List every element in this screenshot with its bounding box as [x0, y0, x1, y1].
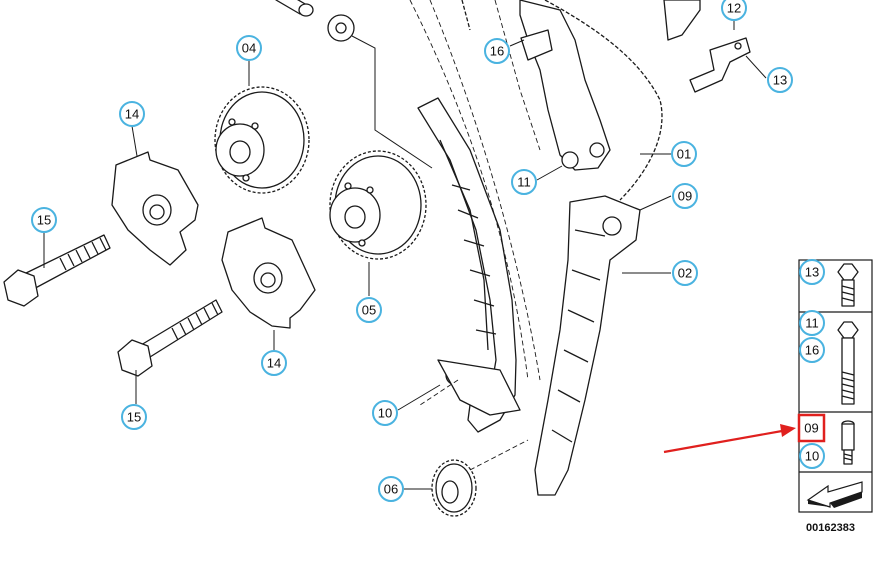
callout-04[interactable]: 04 — [236, 35, 262, 61]
svg-text:16: 16 — [490, 44, 504, 59]
svg-text:13: 13 — [805, 265, 819, 280]
part-washer-top — [327, 14, 355, 42]
callout-12[interactable]: 12 — [721, 0, 747, 21]
part-crankshaft-sprocket-06 — [431, 459, 477, 517]
svg-text:04: 04 — [242, 41, 256, 56]
part-bolt-stub-top — [275, 0, 314, 17]
svg-text:10: 10 — [378, 406, 392, 421]
legend-pin-icon — [841, 420, 855, 465]
callout-02[interactable]: 02 — [672, 260, 698, 286]
callout-10[interactable]: 10 — [372, 400, 398, 426]
svg-text:11: 11 — [805, 316, 819, 331]
part-cover-plate-14-lower — [221, 217, 316, 329]
callout-15-upper[interactable]: 15 — [31, 207, 57, 233]
svg-text:14: 14 — [125, 107, 139, 122]
callout-14-upper[interactable]: 14 — [119, 101, 145, 127]
svg-text:02: 02 — [678, 266, 692, 281]
svg-text:12: 12 — [727, 1, 741, 16]
callout-05[interactable]: 05 — [356, 297, 382, 323]
highlight-pointer-arrow — [663, 424, 796, 454]
part-camshaft-sprocket-04 — [214, 86, 310, 194]
callout-06[interactable]: 06 — [378, 476, 404, 502]
part-tensioner-rail — [417, 97, 521, 433]
part-cover-plate-14-upper — [111, 151, 199, 266]
svg-text:09: 09 — [804, 421, 818, 436]
highlight-box-09 — [797, 413, 826, 443]
part-upper-chain-guide — [519, 0, 611, 171]
callout-01[interactable]: 01 — [671, 141, 697, 167]
callout-09[interactable]: 09 — [672, 183, 698, 209]
svg-text:10: 10 — [805, 449, 819, 464]
legend-row-11-16: 11 16 — [799, 310, 859, 405]
svg-text:09: 09 — [678, 189, 692, 204]
callout-leaders — [43, 20, 767, 490]
callout-16[interactable]: 16 — [484, 38, 510, 64]
fastener-legend-panel: 13 11 16 09 10 — [797, 259, 873, 513]
callout-11[interactable]: 11 — [511, 169, 537, 195]
svg-text:11: 11 — [517, 175, 531, 190]
svg-text:01: 01 — [677, 147, 691, 162]
callout-15-lower[interactable]: 15 — [121, 404, 147, 430]
svg-text:06: 06 — [384, 482, 398, 497]
svg-text:14: 14 — [267, 356, 281, 371]
part-camshaft-sprocket-05 — [329, 150, 427, 260]
svg-text:05: 05 — [362, 303, 376, 318]
svg-text:15: 15 — [127, 410, 141, 425]
legend-direction-arrow-icon — [803, 476, 868, 508]
legend-row-09-10: 09 10 — [797, 413, 855, 469]
legend-bolt-short-icon — [837, 263, 859, 307]
callout-14-lower[interactable]: 14 — [261, 350, 287, 376]
part-bolt-15-upper — [3, 234, 111, 307]
part-timing-chain-01 — [461, 0, 663, 201]
svg-text:16: 16 — [805, 343, 819, 358]
part-bracket-12 — [663, 0, 701, 41]
part-bolt-15-lower — [117, 299, 223, 377]
part-guide-rail-02 — [534, 195, 641, 496]
legend-row-13: 13 — [799, 259, 859, 307]
svg-text:15: 15 — [37, 213, 51, 228]
document-number: 00162383 — [806, 522, 855, 534]
part-bracket-13 — [689, 37, 751, 93]
svg-text:13: 13 — [773, 73, 787, 88]
construction-lines — [409, 0, 541, 471]
callout-13[interactable]: 13 — [767, 67, 793, 93]
legend-bolt-long-icon — [837, 321, 859, 405]
